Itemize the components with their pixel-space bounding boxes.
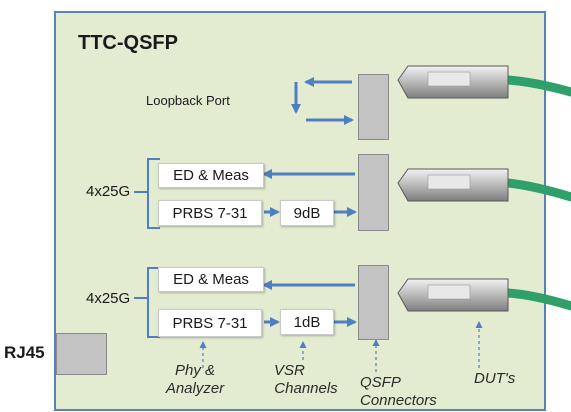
prbs-box-1: PRBS 7-31 (158, 200, 262, 226)
attenuation-box-1: 9dB (280, 200, 334, 226)
qsfp-connector-2 (358, 265, 389, 340)
caption-qsfp-connectors: QSFP Connectors (360, 374, 450, 410)
fiber-cables (503, 75, 571, 311)
caption-duts: DUT's (474, 370, 516, 387)
rate-label-1: 4x25G (86, 183, 131, 200)
caption-qsfp-line2: Connectors (360, 392, 437, 409)
ed-meas-box-2: ED & Meas (158, 267, 264, 292)
qsfp-plug-1 (397, 65, 509, 99)
qsfp-connector-loopback (358, 74, 389, 140)
caption-phy-analyzer: Phy & Analyzer (160, 362, 230, 398)
loopback-arrows (291, 77, 354, 125)
caption-vsr-channels: VSR Channels (268, 362, 344, 398)
group2-arrows (262, 280, 357, 327)
attenuation-box-2: 1dB (280, 309, 334, 335)
caption-qsfp-line1: QSFP (360, 374, 401, 391)
rj45-label: RJ45 (4, 343, 45, 362)
caption-arrows (199, 321, 483, 372)
rate-label-2: 4x25G (86, 290, 131, 307)
group-brackets (134, 158, 160, 338)
loopback-port-label: Loopback Port (146, 93, 230, 108)
qsfp-connector-1 (358, 154, 389, 231)
caption-phy-line1: Phy & (174, 362, 216, 379)
board-title: TTC-QSFP (78, 32, 178, 54)
caption-vsr-line1: VSR (274, 362, 305, 379)
caption-phy-line2: Analyzer (165, 380, 225, 397)
qsfp-plug-3 (397, 278, 509, 312)
ed-meas-box-1: ED & Meas (158, 163, 264, 188)
caption-vsr-line2: Channels (274, 380, 338, 397)
group1-arrows (262, 169, 357, 217)
rj45-port (56, 333, 107, 375)
prbs-box-2: PRBS 7-31 (158, 309, 262, 337)
qsfp-plug-2 (397, 168, 509, 202)
